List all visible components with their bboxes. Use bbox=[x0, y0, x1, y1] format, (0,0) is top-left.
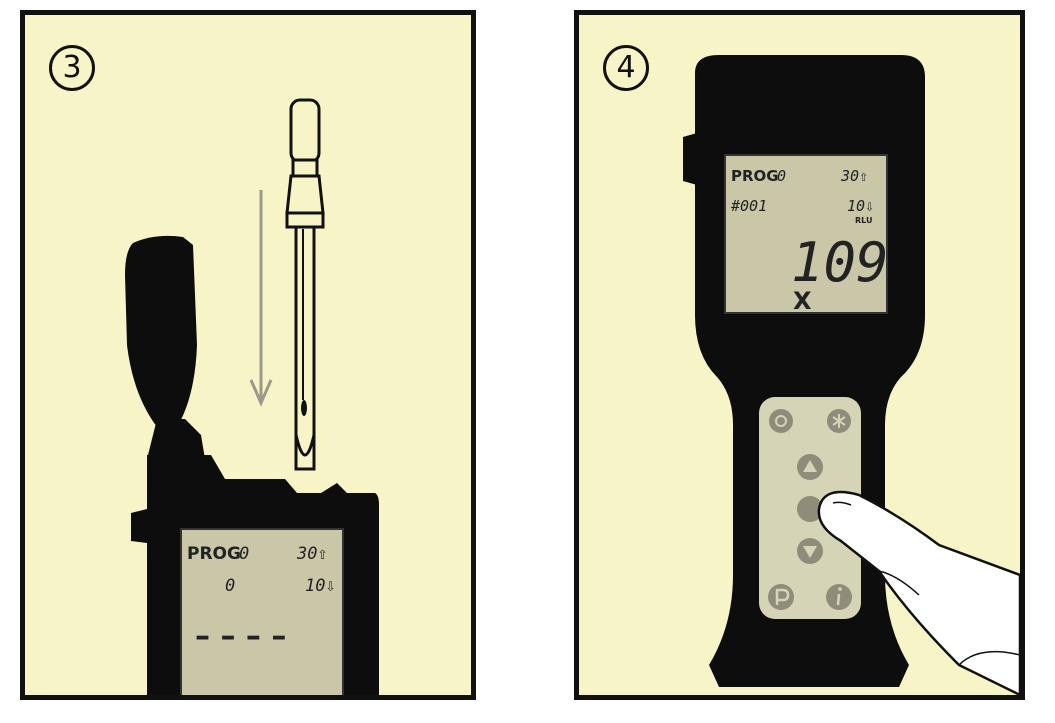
swab-test-device-icon bbox=[285, 98, 325, 471]
up-arrow-icon[interactable] bbox=[797, 454, 823, 480]
step-3-panel: 3 bbox=[20, 10, 476, 700]
sample-number: 0 bbox=[225, 576, 235, 596]
upper-limit: 30⇧ bbox=[840, 167, 868, 185]
prog-value: 0 bbox=[777, 167, 786, 185]
step-3-number: 3 bbox=[49, 45, 95, 91]
p-icon[interactable] bbox=[768, 584, 794, 610]
reading-value: 109 bbox=[791, 231, 889, 294]
prog-label: PROG bbox=[187, 544, 241, 564]
lcd-screen bbox=[724, 154, 888, 314]
step-3-illustration: PROG 0 30⇧ 0 10⇩ – – – – bbox=[125, 98, 379, 695]
prog-label: PROG bbox=[731, 167, 779, 185]
lower-limit: 10⇩ bbox=[305, 576, 336, 596]
open-lid-icon bbox=[125, 235, 205, 459]
sample-number: #001 bbox=[730, 197, 767, 215]
info-icon[interactable] bbox=[826, 584, 852, 610]
asterisk-icon[interactable] bbox=[827, 409, 851, 433]
step-4-illustration: PROG 0 30⇧ #001 10⇩ RLU 109 X bbox=[683, 55, 1020, 695]
unit-label: RLU bbox=[855, 216, 872, 225]
lcd-screen bbox=[180, 528, 344, 695]
insert-arrow-icon bbox=[249, 190, 273, 407]
down-arrow-icon[interactable] bbox=[797, 538, 823, 564]
hand-pressing-button-icon bbox=[817, 490, 1020, 695]
luminometer-device-icon bbox=[131, 455, 379, 695]
lower-limit: 10⇩ bbox=[847, 197, 874, 215]
ok-icon[interactable] bbox=[797, 496, 823, 522]
step-4-number: 4 bbox=[603, 45, 649, 91]
prog-value: 0 bbox=[239, 544, 249, 564]
luminometer-device-icon bbox=[683, 55, 925, 687]
upper-limit: 30⇧ bbox=[296, 544, 328, 564]
step-4-panel: 4 PROG 0 30⇧ #001 10⇩ RLU 109 X bbox=[574, 10, 1025, 700]
power-icon[interactable] bbox=[769, 409, 793, 433]
result-mark: X bbox=[793, 287, 812, 315]
reading-dashes: – – – – bbox=[195, 619, 286, 654]
